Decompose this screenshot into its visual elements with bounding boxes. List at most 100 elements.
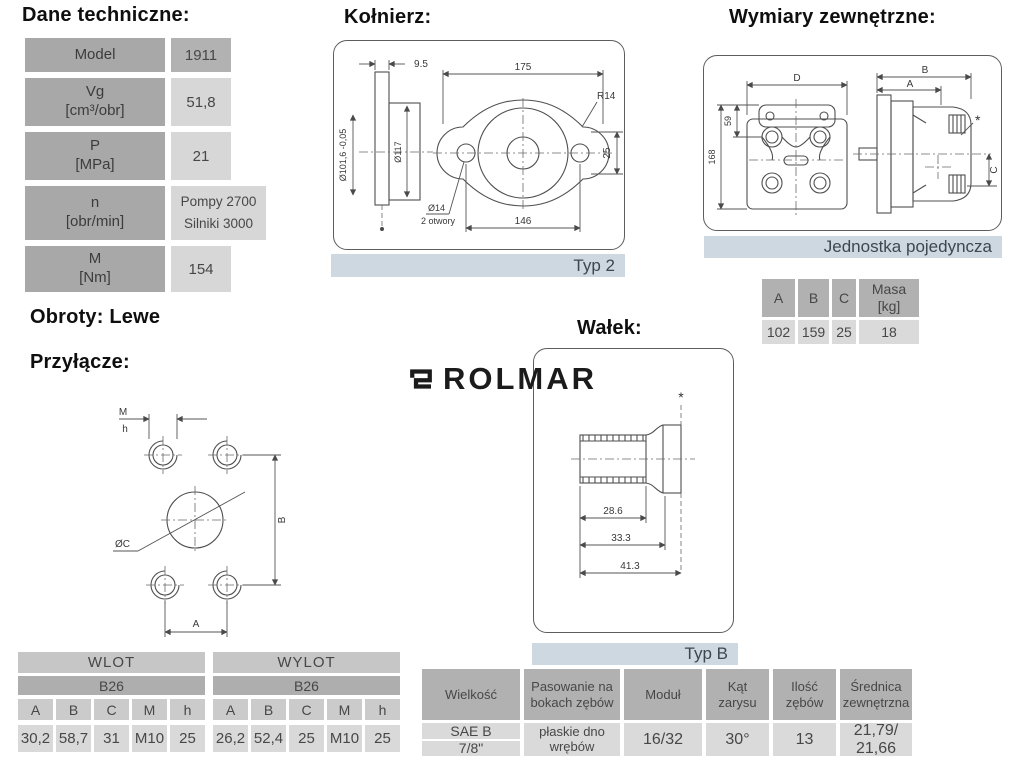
connection-drawing: ØC M h B A	[113, 407, 288, 637]
port-hole-bottom-right	[208, 566, 246, 604]
flange-type-label: Typ 2	[573, 255, 615, 275]
tech-value-vg: 51,8	[171, 78, 231, 126]
wlot-size: B26	[18, 676, 205, 695]
spline-col-diameter: Średnica zewnętrzna 21,79/ 21,66	[840, 669, 912, 757]
wylot-group: WYLOT B26 A B C M h 26,2 52,4 25 M10 25	[213, 652, 400, 752]
pump-front-view: D 59 168	[707, 73, 848, 217]
dim-col-c: C 25	[832, 279, 856, 344]
wylot-title: WYLOT	[213, 652, 400, 673]
wylot-size: B26	[213, 676, 400, 695]
spline-table: Wielkość SAE B 7/8" Pasowanie na bokach …	[422, 669, 912, 757]
tech-title: Dane techniczne:	[22, 4, 190, 26]
external-drawing-frame	[703, 55, 1002, 231]
flange-drawing: 9.5 Ø101,6 -0,05 Ø117 175 146 25	[338, 59, 623, 232]
shaft-star-marker: *	[678, 389, 684, 405]
external-dim-c: C	[989, 166, 1000, 173]
dimensions-table: A 102 B 159 C 25 Masa [kg] 18	[762, 279, 919, 344]
flange-dim-holes-note: 2 otwory	[421, 216, 456, 226]
flange-type-band: Typ 2	[331, 254, 625, 277]
wylot-headers: A B C M h	[213, 699, 400, 720]
external-title: Wymiary zewnętrzne:	[729, 6, 936, 28]
connection-dim-a: A	[193, 619, 200, 630]
flange-dim-radius: R14	[597, 91, 616, 102]
wlot-headers: A B C M h	[18, 699, 205, 720]
dim-col-masa: Masa [kg] 18	[859, 279, 919, 344]
connection-dim-dia: ØC	[115, 539, 130, 550]
flange-dim-holes: Ø14	[428, 203, 445, 213]
tech-label-vg: Vg [cm³/obr]	[25, 78, 165, 126]
flange-dim-offset: 25	[602, 147, 613, 159]
flange-dim-width: 175	[515, 62, 532, 73]
flange-dim-pilot: Ø101,6 -0,05	[338, 129, 348, 182]
brand-logo-text: ROLMAR	[443, 361, 598, 396]
bolt-holes	[761, 126, 831, 194]
wylot-values: 26,2 52,4 25 M10 25	[213, 725, 400, 752]
port-hole-top-left	[144, 436, 182, 474]
dim-col-b: B 159	[798, 279, 829, 344]
pump-side-view: B A C *	[853, 65, 1000, 214]
external-band-label: Jednostka pojedyncza	[823, 237, 992, 256]
shaft-dim-3: 41.3	[620, 561, 640, 572]
wlot-values: 30,2 58,7 31 M10 25	[18, 725, 205, 752]
dim-col-a: A 102	[762, 279, 795, 344]
external-dim-d: D	[793, 73, 800, 84]
ports-table: WLOT B26 A B C M h 30,2 58,7 31 M10 25 W…	[18, 652, 400, 752]
external-dim-59: 59	[723, 116, 733, 126]
tech-value-p: 21	[171, 132, 231, 180]
wlot-title: WLOT	[18, 652, 205, 673]
tech-value-m: 154	[171, 246, 231, 292]
spline-size-1: SAE B	[422, 723, 520, 739]
port-hole-top-right	[208, 436, 246, 474]
splined-shaft: *	[571, 389, 695, 570]
flange-drawing-frame	[333, 40, 625, 250]
shaft-drawing: * 28.6 33.3 41.3	[571, 389, 695, 578]
shaft-drawing-frame	[533, 348, 734, 633]
tech-label-m: M [Nm]	[25, 246, 165, 292]
connection-title: Przyłącze:	[30, 351, 130, 373]
tech-value-model: 1911	[171, 38, 231, 72]
shaft-dim-2: 33.3	[611, 533, 631, 544]
connection-dim-b: B	[277, 516, 288, 523]
brand-logo: ROLMAR	[406, 363, 597, 394]
rotation-label: Obroty: Lewe	[30, 306, 161, 328]
tech-table: Model 1911 Vg [cm³/obr] 51,8 P [MPa] 21 …	[25, 38, 266, 298]
shaft-title: Wałek:	[577, 317, 642, 339]
external-dim-168: 168	[707, 149, 717, 164]
shaft-dim-1: 28.6	[603, 506, 623, 517]
connection-dim-h: h	[122, 424, 128, 435]
wlot-group: WLOT B26 A B C M h 30,2 58,7 31 M10 25	[18, 652, 205, 752]
spline-col-module: Moduł 16/32	[624, 669, 702, 756]
spline-col-teeth: Ilość zębów 13	[773, 669, 836, 756]
rolmar-logo-icon	[410, 368, 432, 389]
external-band: Jednostka pojedyncza	[704, 236, 1002, 258]
tech-label-model: Model	[25, 38, 165, 72]
flange-side-view: 9.5 Ø101,6 -0,05 Ø117	[338, 59, 433, 231]
spline-size-2: 7/8"	[422, 740, 520, 756]
flange-front-view: 175 146 25 R14 Ø14 2 otwory	[421, 62, 623, 232]
external-dim-a: A	[907, 79, 914, 90]
flange-title: Kołnierz:	[344, 6, 432, 28]
shaft-dims: 28.6 33.3 41.3	[579, 486, 682, 578]
table-row: Vg [cm³/obr] 51,8	[25, 78, 266, 126]
table-row: M [Nm] 154	[25, 246, 266, 292]
flange-dim-spacing: 146	[515, 216, 532, 227]
flange-dim-thickness: 9.5	[414, 59, 428, 70]
spline-col-fit: Pasowanie na bokach zębów płaskie dno wr…	[524, 669, 620, 756]
external-dim-b: B	[922, 65, 929, 76]
shaft-type-label: Typ B	[684, 644, 728, 663]
external-drawing: D 59 168 B	[707, 65, 1000, 217]
spline-col-angle: Kąt zarysu 30°	[706, 669, 769, 756]
table-row: n [obr/min] Pompy 2700 Silniki 3000	[25, 186, 266, 240]
tech-value-n: Pompy 2700 Silniki 3000	[171, 186, 266, 240]
table-row: P [MPa] 21	[25, 132, 266, 180]
connection-dim-m: M	[119, 407, 127, 418]
spline-col-size: Wielkość SAE B 7/8"	[422, 669, 520, 756]
tech-label-p: P [MPa]	[25, 132, 165, 180]
tech-label-n: n [obr/min]	[25, 186, 165, 240]
port-hole-bottom-left	[146, 566, 184, 604]
port-bosses	[948, 114, 966, 194]
external-star-marker: *	[975, 112, 981, 128]
center-bore: ØC	[113, 486, 246, 554]
connection-dims: M h B A	[119, 407, 288, 637]
